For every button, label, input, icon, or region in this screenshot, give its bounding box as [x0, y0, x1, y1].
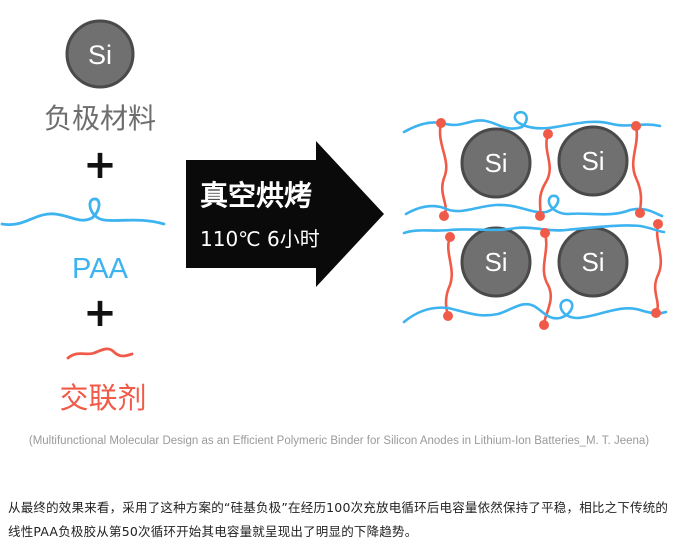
crosslink-node	[535, 211, 545, 221]
crosslink-node	[631, 121, 641, 131]
crosslink-node	[635, 208, 645, 218]
si-particle	[65, 19, 135, 89]
crosslink-strand	[538, 132, 551, 218]
crosslink-strand	[444, 235, 453, 318]
crosslinker-label: 交联剂	[59, 381, 146, 415]
plus-sign-2: +	[83, 290, 117, 336]
paa-strand	[402, 110, 662, 134]
figure-caption: (Multifunctional Molecular Design as an …	[28, 435, 650, 447]
si-particle-label: Si	[88, 40, 112, 70]
crosslink-strand	[438, 121, 448, 218]
crosslink-strand	[653, 222, 663, 315]
crosslink-node	[651, 308, 661, 318]
crosslink-node	[543, 129, 553, 139]
crosslink-node	[540, 228, 550, 238]
crosslink-node	[436, 118, 446, 128]
process-arrow	[186, 141, 384, 287]
si-particle-label: Si	[581, 146, 604, 176]
crosslinked-network: Si Si Si Si	[402, 110, 668, 330]
crosslink-strand	[631, 124, 643, 215]
paa-strand	[402, 224, 666, 235]
crosslink-node	[439, 211, 449, 221]
si-particle	[460, 127, 532, 199]
si-particle-label: Si	[484, 148, 507, 178]
si-particle-label: Si	[581, 247, 604, 277]
si-particle-label: Si	[484, 247, 507, 277]
anode-material-label: 负极材料	[44, 102, 156, 135]
process-title: 真空烘烤	[200, 179, 312, 212]
crosslink-node	[443, 311, 453, 321]
paa-strand	[404, 194, 664, 218]
si-particle	[557, 125, 629, 197]
paa-label: PAA	[72, 253, 129, 285]
crosslink-node	[539, 320, 549, 330]
crosslink-strand	[542, 231, 553, 327]
crosslinker-chain	[66, 347, 134, 360]
crosslink-node	[653, 219, 663, 229]
si-particle	[460, 226, 532, 298]
process-condition: 110℃ 6小时	[200, 227, 320, 251]
binder-diagram: Si 负极材料 + PAA + 交联剂 真空烘烤 110℃ 6小时 Si	[0, 19, 668, 415]
body-paragraph: 从最终的效果来看，采用了这种方案的“硅基负极”在经历100次充放电循环后电容量依…	[8, 500, 669, 539]
paa-strand	[402, 298, 668, 324]
paa-chain	[0, 197, 166, 227]
plus-sign-1: +	[83, 142, 117, 188]
crosslink-node	[445, 232, 455, 242]
